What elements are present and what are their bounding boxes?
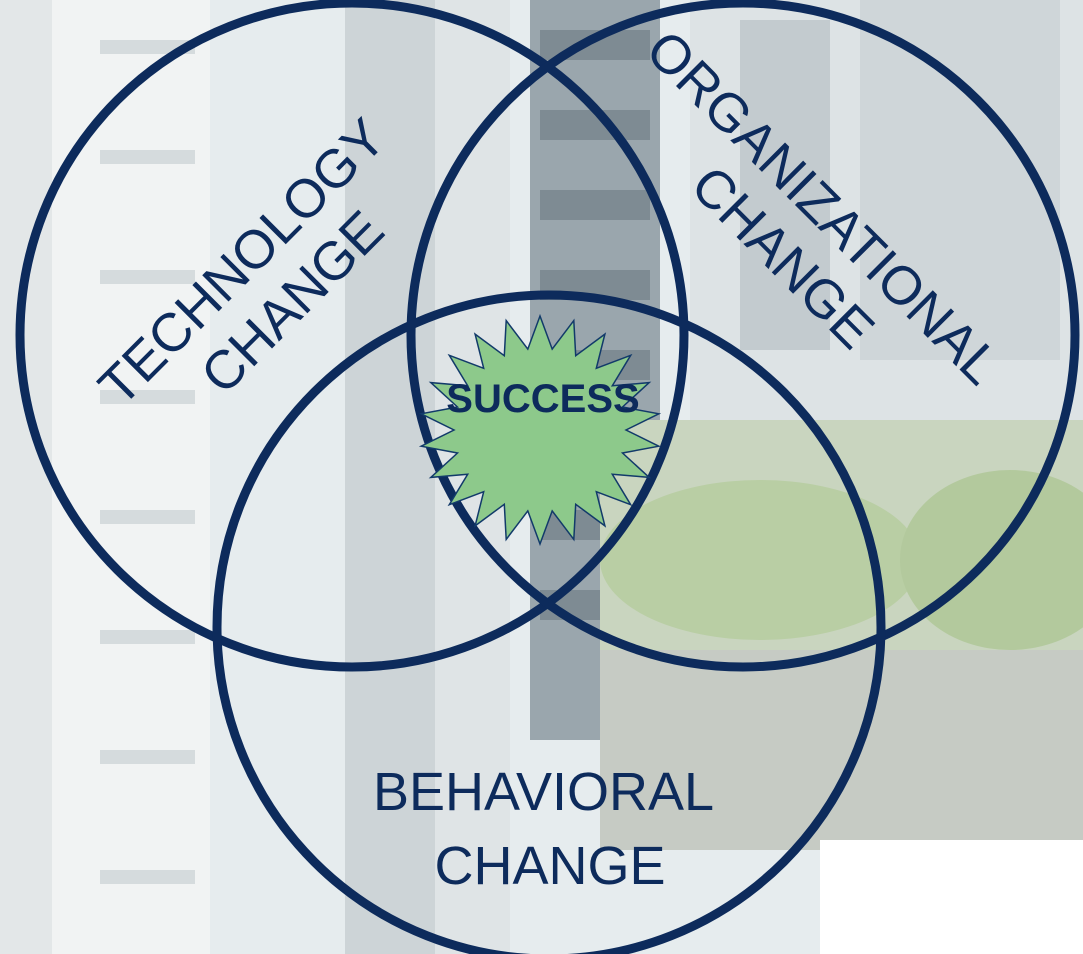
venn-circles (15, 0, 1080, 954)
success-starburst (418, 313, 662, 547)
technology-change-circle (15, 0, 689, 672)
success-label: SUCCESS (446, 377, 639, 421)
organizational-change-circle (406, 0, 1080, 672)
behavioral-label: BEHAVIORAL CHANGE (373, 762, 727, 896)
behavioral-change-circle (212, 290, 886, 954)
